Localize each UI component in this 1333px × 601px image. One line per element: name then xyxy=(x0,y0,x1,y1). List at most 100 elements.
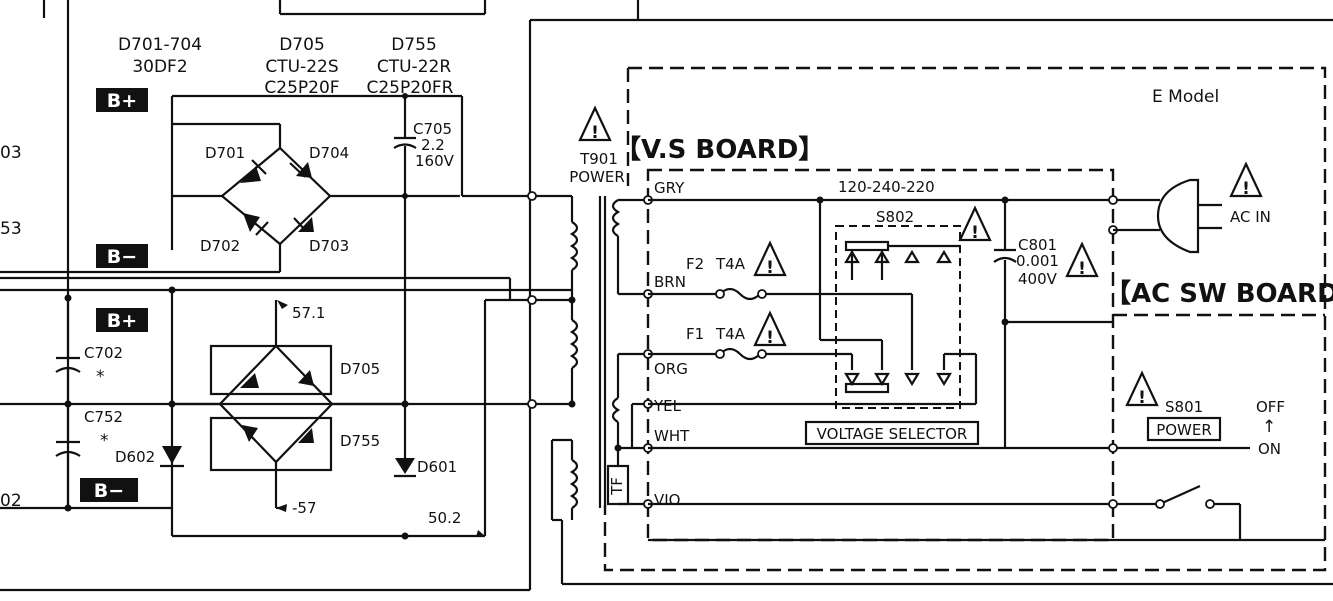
capacitor-c702 xyxy=(55,298,81,404)
label-s801: S801 xyxy=(1165,398,1203,416)
label-d705-part1: CTU-22S xyxy=(265,57,338,77)
label-d701-704-part: 30DF2 xyxy=(132,57,187,77)
label-c752: C752 xyxy=(84,408,123,426)
capacitor-c801 xyxy=(993,200,1113,448)
warning-icon: ! xyxy=(753,310,787,348)
badge-b-plus-label: B+ xyxy=(107,90,137,112)
label-voltage-selector: VOLTAGE SELECTOR xyxy=(817,425,968,443)
left-rails xyxy=(0,0,572,540)
badge-b-plus xyxy=(96,88,148,112)
vs-board-title: 【V.S BOARD】 xyxy=(615,135,824,165)
voltage-50-2: 50.2 xyxy=(428,509,461,527)
label-c801-voltage: 400V xyxy=(1018,270,1058,288)
bridge-d701-704 xyxy=(0,94,462,274)
warning-icon: ! xyxy=(958,205,992,243)
label-f1-rating: T4A xyxy=(715,325,746,343)
edge-label: 53 xyxy=(0,219,22,239)
wire-label-gry: GRY xyxy=(654,179,685,197)
label-tf: TF xyxy=(608,477,626,496)
label-d704: D704 xyxy=(309,144,349,162)
capacitor-c705 xyxy=(393,93,417,470)
vs-board-outline xyxy=(603,66,1327,572)
diode-d602 xyxy=(160,446,184,468)
label-c702: C702 xyxy=(84,344,123,362)
diode-d601 xyxy=(394,458,416,478)
badge-b-minus-label: B− xyxy=(94,480,124,502)
vs-transformer-primary xyxy=(606,198,648,506)
svg-text:!: ! xyxy=(971,223,979,243)
badge-b-minus-label: B− xyxy=(107,246,137,268)
label-f1: F1 xyxy=(686,325,704,343)
svg-text:!: ! xyxy=(766,258,774,278)
diode-d704-mark xyxy=(289,162,312,178)
svg-text:!: ! xyxy=(591,123,599,143)
label-f2-rating: T4A xyxy=(715,255,746,273)
label-d602: D602 xyxy=(115,448,155,466)
switch-s802 xyxy=(844,240,960,394)
ac-sw-board-title: 【AC SW BOARD】 xyxy=(1105,279,1333,309)
arrow-up-icon: ↑ xyxy=(1262,417,1276,437)
warning-icon: ! xyxy=(578,105,612,143)
svg-text:!: ! xyxy=(1138,388,1146,408)
label-d701: D701 xyxy=(205,144,245,162)
vs-wiring xyxy=(648,196,1325,542)
voltage-arrows xyxy=(276,300,485,537)
label-f2: F2 xyxy=(686,255,704,273)
edge-label: 03 xyxy=(0,143,22,163)
diode-d701-mark xyxy=(240,159,267,183)
wire-label-vio: VIO xyxy=(654,491,681,509)
label-c752-star: * xyxy=(100,431,109,451)
label-on: ON xyxy=(1258,440,1281,458)
power-label-box xyxy=(1146,416,1222,442)
label-d755: D755 xyxy=(391,35,437,55)
label-off: OFF xyxy=(1256,398,1285,416)
wire-label-wht: WHT xyxy=(654,427,690,445)
wire-label-brn: BRN xyxy=(654,273,686,291)
diode-d703-mark xyxy=(293,217,314,232)
label-c705: C705 xyxy=(413,120,452,138)
diode-d702-mark xyxy=(243,213,269,236)
label-d705-part2: C25P20F xyxy=(264,78,339,98)
voltage-57-1: 57.1 xyxy=(292,304,325,322)
label-d755-part2: C25P20FR xyxy=(367,78,454,98)
label-d755-bridge: D755 xyxy=(340,432,380,450)
label-d705: D705 xyxy=(279,35,325,55)
warning-icon: ! xyxy=(1065,241,1099,279)
label-d755-part1: CTU-22R xyxy=(377,57,451,77)
label-power: POWER xyxy=(1156,421,1212,439)
label-c801: C801 xyxy=(1018,236,1057,254)
badge-b-minus xyxy=(96,244,148,268)
transformer-t901 xyxy=(527,191,1333,586)
label-c705-voltage: 160V xyxy=(415,152,455,170)
voltage-minus-57: -57 xyxy=(292,499,317,517)
wire-label-yel: YEL xyxy=(653,397,682,415)
badge-b-plus-label: B+ xyxy=(107,310,137,332)
edge-label: 02 xyxy=(0,491,22,511)
voltage-selector-box xyxy=(804,420,980,446)
label-c801-value: 0.001 xyxy=(1016,252,1059,270)
warning-icon: ! xyxy=(1125,370,1159,408)
label-t901: T901 xyxy=(579,150,618,168)
label-e-model: E Model xyxy=(1152,87,1219,107)
label-d703: D703 xyxy=(309,237,349,255)
wire-label-org: ORG xyxy=(654,360,688,378)
svg-text:!: ! xyxy=(1078,259,1086,279)
warning-icon: ! xyxy=(753,240,787,278)
label-d705-bridge: D705 xyxy=(340,360,380,378)
label-ac-in: AC IN xyxy=(1230,208,1271,226)
label-c705-value: 2.2 xyxy=(421,136,445,154)
svg-text:!: ! xyxy=(766,328,774,348)
capacitor-c752 xyxy=(55,404,81,508)
badge-b-minus xyxy=(80,478,138,502)
label-d601: D601 xyxy=(417,458,457,476)
label-d701-704: D701-704 xyxy=(118,35,202,55)
label-s802: S802 xyxy=(876,208,914,226)
label-t901-power: POWER xyxy=(569,168,625,186)
svg-text:!: ! xyxy=(1242,179,1250,199)
badge-b-plus xyxy=(96,308,148,332)
label-d702: D702 xyxy=(200,237,240,255)
bridge-d705-d755 xyxy=(172,300,405,510)
ac-plug xyxy=(1108,178,1222,509)
